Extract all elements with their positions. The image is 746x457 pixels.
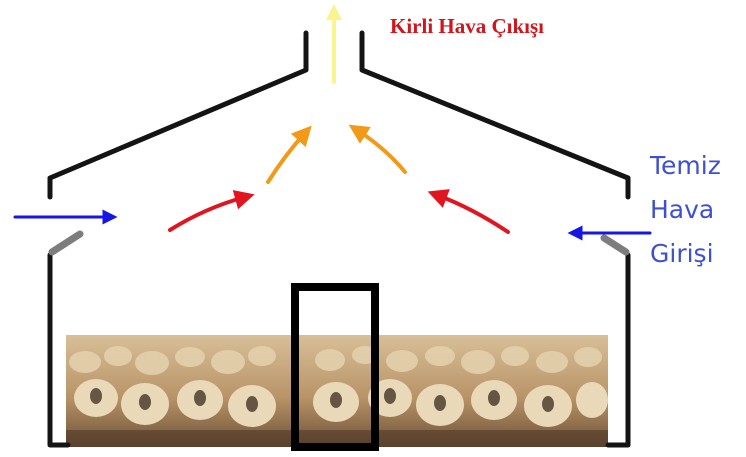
vent-flaps xyxy=(48,230,630,256)
clean-air-inlet-label: Temiz Hava Girişi xyxy=(650,144,744,276)
door-frame xyxy=(291,283,379,451)
rising-air-arrow-right xyxy=(348,124,407,174)
inlet-label-line-3: Girişi xyxy=(650,239,714,268)
warm-air-arrow-left xyxy=(168,190,255,232)
airflow-arrows xyxy=(13,4,652,241)
inlet-label-line-2: Hava xyxy=(650,195,715,224)
left-vent-flap xyxy=(48,230,84,256)
barn-outline xyxy=(47,30,631,448)
sheep-flock-image xyxy=(66,335,608,447)
warm-air-arrow-right xyxy=(427,189,510,234)
roof-right xyxy=(359,30,631,200)
exhaust-air-label: Kirli Hava Çıkışı xyxy=(390,14,545,38)
wall-left xyxy=(47,252,71,448)
roof-left xyxy=(47,30,309,200)
wall-right xyxy=(605,252,631,448)
rising-air-arrow-left xyxy=(266,125,312,184)
inlet-label-line-1: Temiz xyxy=(650,151,721,180)
right-vent-flap xyxy=(600,234,630,256)
